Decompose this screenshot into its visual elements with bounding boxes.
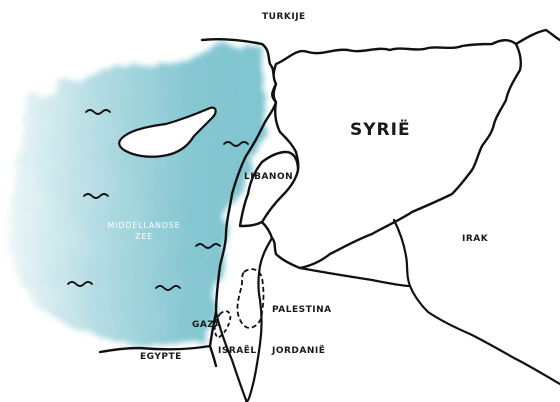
israel-egypt-border: [214, 310, 248, 402]
label-egypt: EGYPTE: [140, 352, 182, 362]
iraq-border: [392, 218, 560, 386]
label-turkey: TURKIJE: [262, 12, 306, 22]
label-sea: MIDDELLANDSE ZEE: [104, 220, 184, 242]
cyprus: [118, 106, 217, 158]
label-iraq: IRAK: [462, 234, 489, 244]
turkey-border: [514, 28, 560, 46]
palestine-dashed-outline: [236, 268, 265, 329]
gaza-dashed-outline: [213, 310, 232, 339]
label-syria: SYRIË: [350, 120, 411, 140]
wave-icon: [195, 243, 221, 249]
label-gaza: GAZA: [192, 320, 222, 330]
label-sea-line2: ZEE: [135, 232, 153, 241]
label-palestine: PALESTINA: [272, 305, 332, 315]
wave-icon: [83, 193, 109, 199]
coastline: [98, 38, 278, 368]
lebanon-outline: [238, 150, 300, 228]
label-lebanon: LIBANON: [244, 172, 294, 182]
label-sea-line1: MIDDELLANDSE: [107, 221, 181, 230]
wave-icon: [85, 109, 111, 115]
wave-icon: [223, 141, 249, 147]
jordan-river: [244, 236, 274, 402]
jordan-border: [298, 266, 412, 288]
wave-marks: [67, 109, 249, 291]
wave-icon: [67, 281, 93, 287]
label-israel: ISRAËL: [218, 346, 257, 356]
label-jordan: JORDANIË: [272, 346, 326, 356]
wave-icon: [155, 285, 181, 291]
sea-area: [10, 44, 268, 348]
